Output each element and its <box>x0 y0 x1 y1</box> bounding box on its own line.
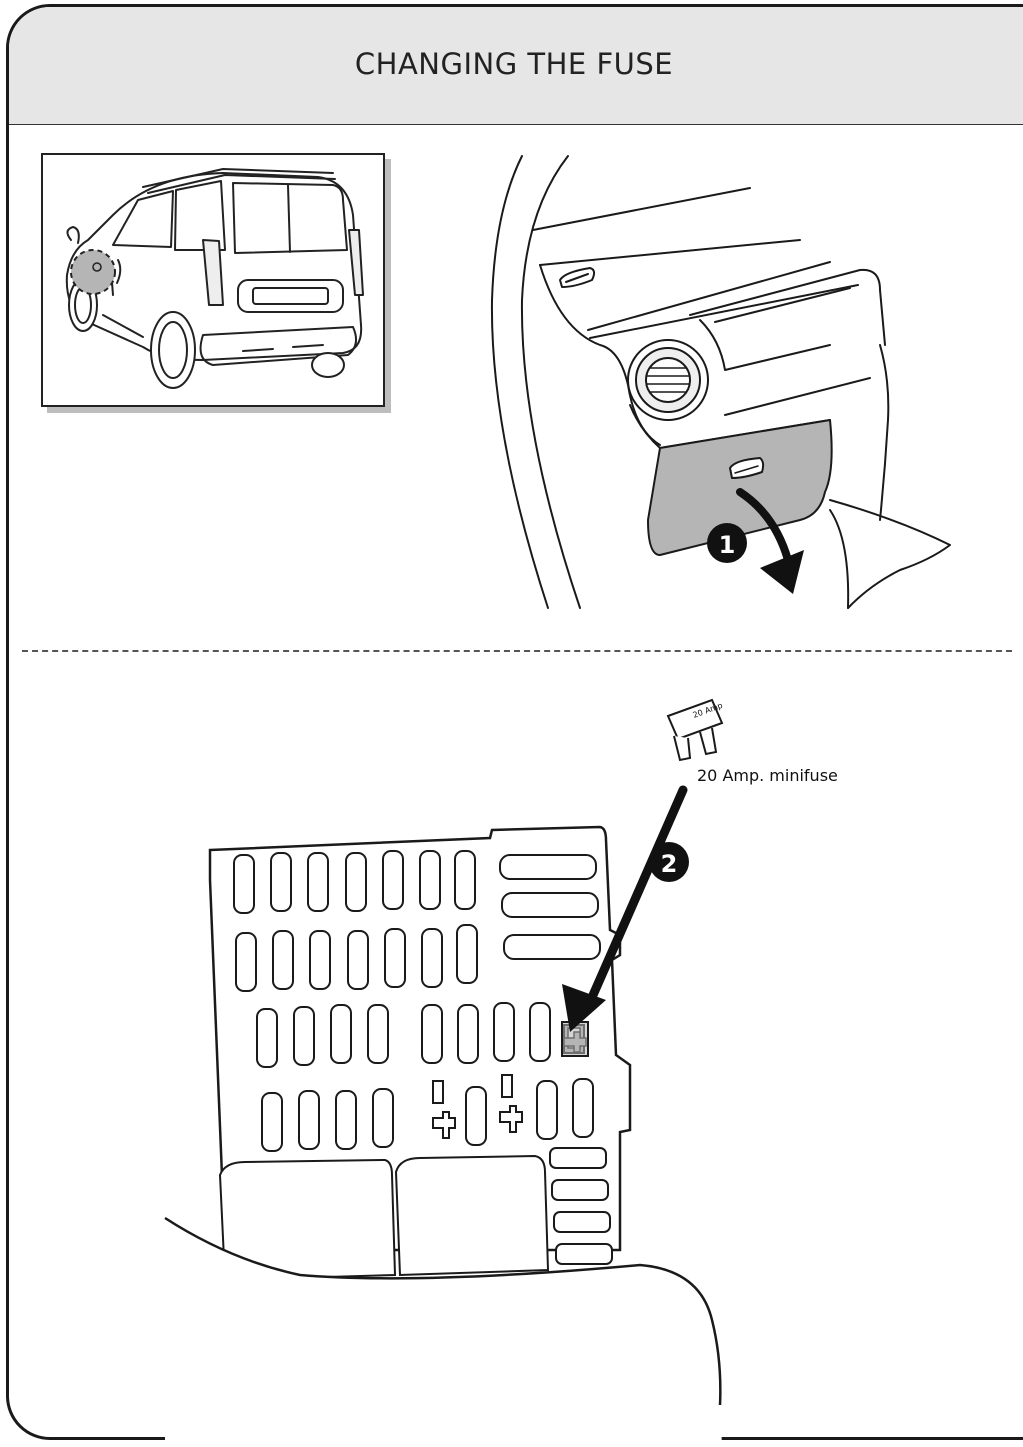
header-bar: CHANGING THE FUSE <box>9 7 1023 125</box>
open-cover-arrow <box>736 488 792 564</box>
vehicle-location-inset <box>41 153 385 407</box>
fuse-location-highlight <box>70 249 116 295</box>
fuse-slots <box>218 850 613 1282</box>
van-illustration <box>65 168 364 389</box>
insert-fuse-arrow <box>585 785 688 1007</box>
fuse-label: 20 Amp. minifuse <box>697 766 838 785</box>
step-2-number: 2 <box>661 850 678 878</box>
step-1-badge <box>707 523 747 563</box>
page-title: CHANGING THE FUSE <box>354 47 674 81</box>
target-fuse-slot <box>561 1021 589 1057</box>
minifuse-icon <box>666 698 724 762</box>
step-2-badge <box>649 842 689 882</box>
section-divider <box>22 650 1012 652</box>
step-1-number: 1 <box>719 531 736 559</box>
